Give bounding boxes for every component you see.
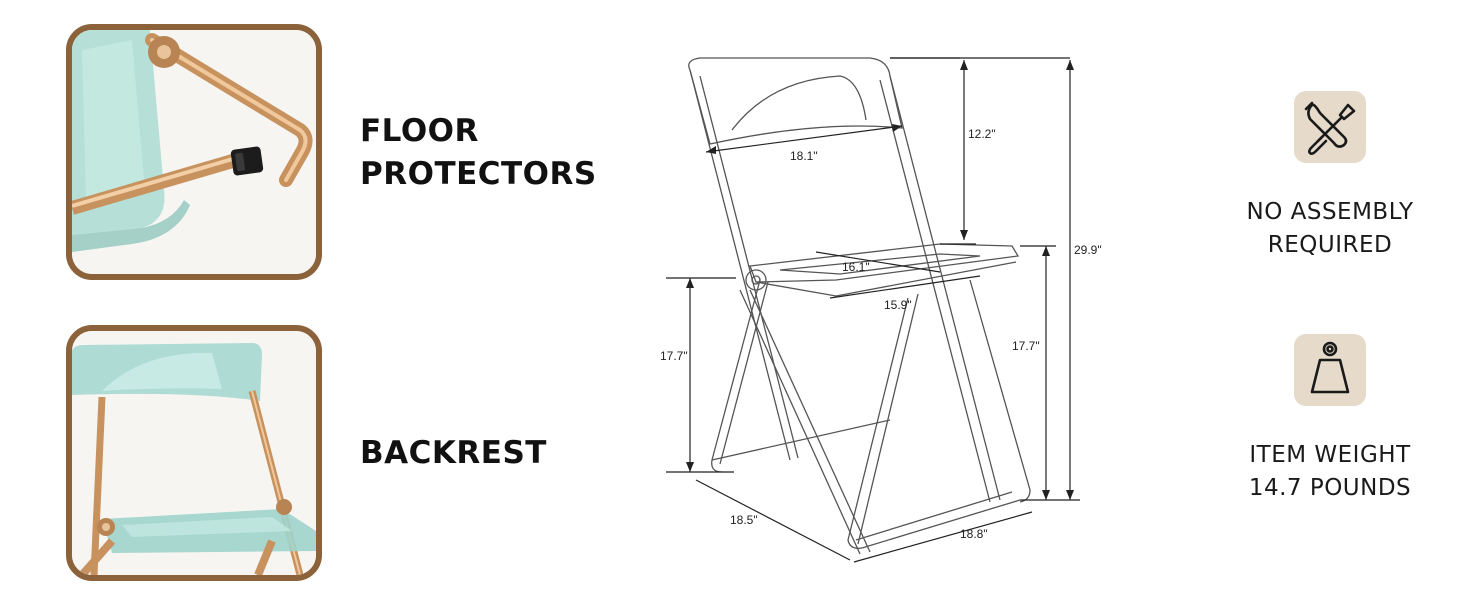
item-weight-label: ITEM WEIGHT 14.7 POUNDS [1212, 439, 1448, 505]
dim-base-depth: 18.5" [730, 513, 758, 527]
backrest-label: BACKREST [360, 432, 547, 475]
backrest-line1: BACKREST [360, 435, 547, 471]
dim-seat-height-right: 17.7" [1012, 339, 1040, 353]
item-weight-line2: 14.7 POUNDS [1248, 475, 1412, 501]
item-weight-line1: ITEM WEIGHT [1249, 442, 1411, 468]
chair-outline [688, 57, 1031, 555]
floor-protectors-label: FLOOR PROTECTORS [360, 110, 597, 196]
floor-protectors-line1: FLOOR [360, 113, 479, 149]
tools-icon-tile [1294, 91, 1366, 163]
dimension-arrows [686, 60, 1074, 500]
dim-total-height: 29.9" [1074, 243, 1102, 257]
floor-protectors-line2: PROTECTORS [360, 156, 597, 192]
dim-seat-depth: 15.9" [884, 298, 912, 312]
dim-base-width: 18.8" [960, 527, 988, 541]
dim-back-width: 18.1" [790, 149, 818, 163]
no-assembly-line1: NO ASSEMBLY [1246, 199, 1414, 225]
dim-back-height: 12.2" [968, 127, 996, 141]
chair-dimension-diagram: 18.1" 12.2" 29.9" 16.1" 15.9" 17.7" 17.7… [660, 57, 1102, 563]
dim-seat-height-left: 17.7" [660, 349, 688, 363]
dimension-lines [666, 57, 1080, 563]
weight-icon [1310, 341, 1350, 394]
dim-seat-width: 16.1" [842, 260, 870, 274]
weight-icon-tile [1294, 334, 1366, 406]
no-assembly-label: NO ASSEMBLY REQUIRED [1212, 196, 1448, 262]
floor-protector-image [72, 30, 316, 274]
floor-protector-photo [66, 24, 322, 280]
tools-icon [1304, 101, 1356, 155]
backrest-image [72, 331, 316, 575]
no-assembly-line2: REQUIRED [1267, 232, 1393, 258]
backrest-photo [66, 325, 322, 581]
